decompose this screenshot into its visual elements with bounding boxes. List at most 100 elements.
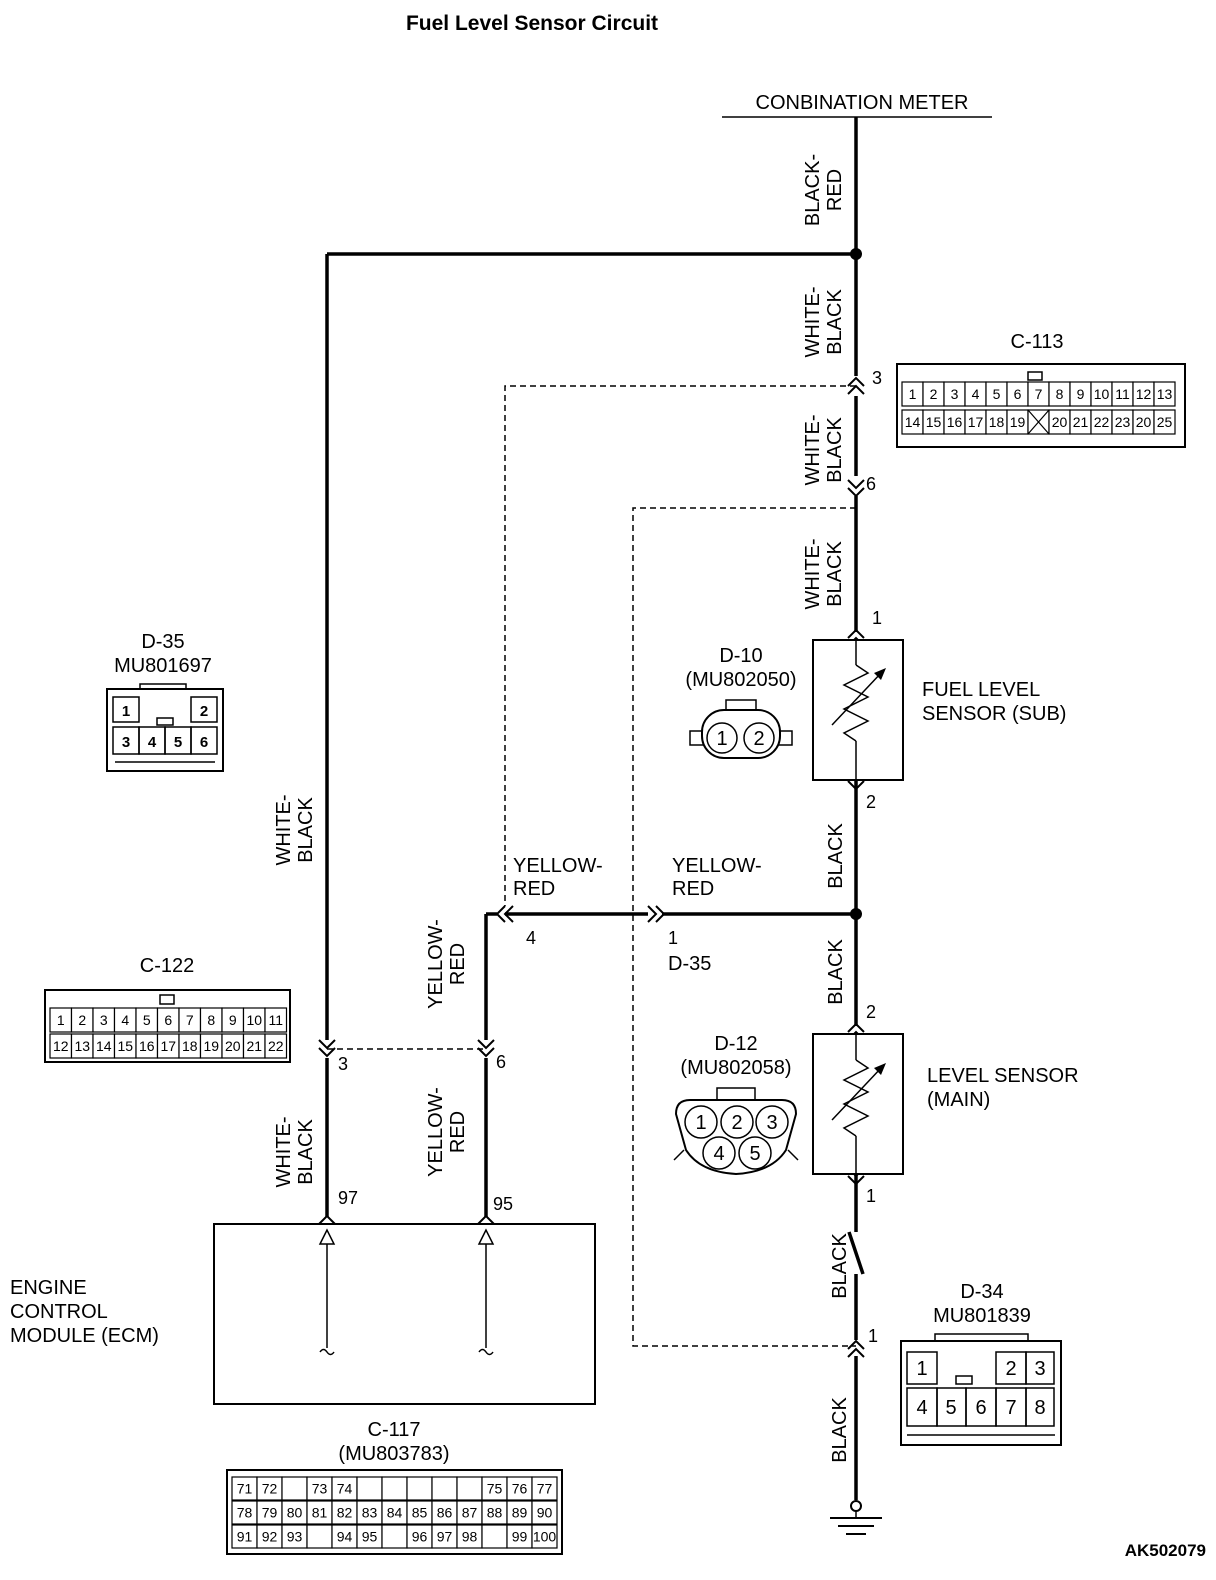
connector-pin-label: 3 — [100, 1012, 108, 1028]
level-sensor-main-label-line1: LEVEL SENSOR — [927, 1065, 1079, 1087]
svg-text:2: 2 — [731, 1112, 742, 1134]
wire-label-white-black-2b: BLACK — [824, 417, 846, 483]
connector-pin-cell — [264, 1007, 288, 1033]
connector-pin-label: 10 — [1094, 386, 1110, 402]
connector-d34-part: MU801839 — [933, 1305, 1031, 1327]
connector-pin-label: 74 — [337, 1481, 353, 1497]
wire-label-black-1: BLACK — [825, 823, 847, 889]
connector-pin-label: 7 — [1035, 386, 1043, 402]
wire-label-white-black-3a: WHITE- — [802, 538, 824, 609]
connector-pin-label: 98 — [462, 1529, 478, 1545]
wire-label-white-black-5a: WHITE- — [273, 1116, 295, 1187]
connector-pin-label: 1 — [909, 386, 917, 402]
connector-pin-label: 76 — [512, 1481, 528, 1497]
ecm-label-line1: ENGINE — [10, 1277, 87, 1299]
connector-pin-label: 20 — [1136, 414, 1152, 430]
connector-pin-label: 18 — [989, 414, 1005, 430]
connector-pin-label: 73 — [312, 1481, 328, 1497]
wire-color-labels: BLACK- RED WHITE- BLACK WHITE- BLACK WHI… — [273, 154, 851, 1463]
wire-label-yellow-red-4a: YELLOW- — [672, 855, 762, 877]
connector-pin-cell — [431, 1476, 458, 1501]
connector-pin-label: 20 — [225, 1038, 241, 1054]
connector-d12-name: D-12 — [714, 1033, 757, 1055]
connector-d10: D-10 (MU802050) 1 2 — [685, 645, 797, 759]
connector-pin-label: 8 — [1056, 386, 1064, 402]
svg-text:7: 7 — [1005, 1397, 1016, 1419]
connector-pin-label: 86 — [437, 1505, 453, 1521]
diagram-title: Fuel Level Sensor Circuit — [406, 12, 658, 35]
wire-label-yellow-red-2a: YELLOW- — [425, 1087, 447, 1177]
fuel-level-sensor-sub — [812, 639, 904, 781]
junction-dot — [850, 248, 862, 260]
ecm-label-line2: CONTROL — [10, 1301, 108, 1323]
connector-pin-label: 94 — [337, 1529, 353, 1545]
wire-label-white-black-2a: WHITE- — [802, 414, 824, 485]
connector-pin-label: 87 — [462, 1505, 478, 1521]
connector-pin-label: 80 — [287, 1505, 303, 1521]
pin-d35-1: 1 — [668, 928, 678, 948]
connector-pin-label: 5 — [993, 386, 1001, 402]
connector-pin-cell — [531, 1524, 558, 1549]
connector-pin-label: 88 — [487, 1505, 503, 1521]
svg-text:4: 4 — [713, 1143, 724, 1165]
level-sensor-main — [812, 1033, 904, 1175]
connector-pin-label: 10 — [246, 1012, 262, 1028]
connector-pin-label: 22 — [268, 1038, 284, 1054]
connector-pin-label: 11 — [268, 1012, 283, 1028]
connector-pin-label: 77 — [537, 1481, 553, 1497]
wire-label-yellow-red-4b: RED — [672, 878, 714, 900]
connector-pin-cell — [1153, 409, 1176, 435]
connector-pin-label: 22 — [1094, 414, 1110, 430]
svg-text:1: 1 — [916, 1358, 927, 1380]
connector-pin-cell — [1153, 381, 1176, 407]
connector-pin-label: 3 — [951, 386, 959, 402]
connector-d34-name: D-34 — [960, 1281, 1003, 1303]
junction-connector-d35-label: D-35 — [668, 953, 711, 975]
svg-text:5: 5 — [945, 1397, 956, 1419]
connector-pin-label: 96 — [412, 1529, 428, 1545]
fuel-level-sensor-sub-label-line1: FUEL LEVEL — [922, 679, 1040, 701]
connector-c122-name: C-122 — [140, 955, 194, 977]
svg-text:4: 4 — [148, 734, 157, 751]
connector-pin-label: 99 — [512, 1529, 528, 1545]
svg-text:6: 6 — [200, 734, 208, 751]
svg-text:3: 3 — [766, 1112, 777, 1134]
pin-d35-4: 4 — [526, 928, 536, 948]
ecm-label-line3: MODULE (ECM) — [10, 1325, 159, 1347]
ground-symbol — [830, 1500, 882, 1535]
wire-label-black-red-2: RED — [824, 169, 846, 211]
connector-pin-cell — [531, 1500, 558, 1525]
connector-pin-label: 75 — [487, 1481, 503, 1497]
connector-d12-part: (MU802058) — [680, 1057, 791, 1079]
connector-d35-name: D-35 — [141, 631, 184, 653]
connector-d35-part: MU801697 — [114, 655, 212, 677]
connector-pin-label: 13 — [1157, 386, 1173, 402]
connector-pin-cell — [264, 1033, 288, 1059]
svg-text:1: 1 — [716, 728, 727, 750]
pin-numbers: 3 6 1 2 2 1 1 4 1 D-35 3 6 97 95 — [338, 368, 882, 1346]
connector-pin-label: 17 — [968, 414, 984, 430]
connector-pin-label: 23 — [1115, 414, 1131, 430]
svg-text:1: 1 — [122, 703, 130, 720]
pin-main-2: 2 — [866, 1002, 876, 1022]
connector-d35: D-35 MU801697 1 2 3 4 5 6 — [106, 631, 224, 772]
wire-label-white-black-3b: BLACK — [824, 541, 846, 607]
pin-sub-2: 2 — [866, 792, 876, 812]
connector-pin-label: 2 — [78, 1012, 86, 1028]
connector-pin-label: 95 — [362, 1529, 378, 1545]
svg-text:2: 2 — [200, 703, 208, 720]
connector-c117-part: (MU803783) — [338, 1443, 449, 1465]
connector-pin-label: 84 — [387, 1505, 403, 1521]
wire-label-black-2: BLACK — [825, 939, 847, 1005]
wire-label-white-black-1a: WHITE- — [802, 286, 824, 357]
connector-d10-part: (MU802050) — [685, 669, 796, 691]
pin-ecm-95: 95 — [493, 1194, 513, 1214]
ecm-box — [213, 1223, 596, 1405]
connector-pin-label: 97 — [437, 1529, 453, 1545]
wire-label-yellow-red-1a: YELLOW- — [425, 919, 447, 1009]
connector-pin-label: 21 — [1073, 414, 1089, 430]
connector-pin-label: 6 — [1014, 386, 1022, 402]
